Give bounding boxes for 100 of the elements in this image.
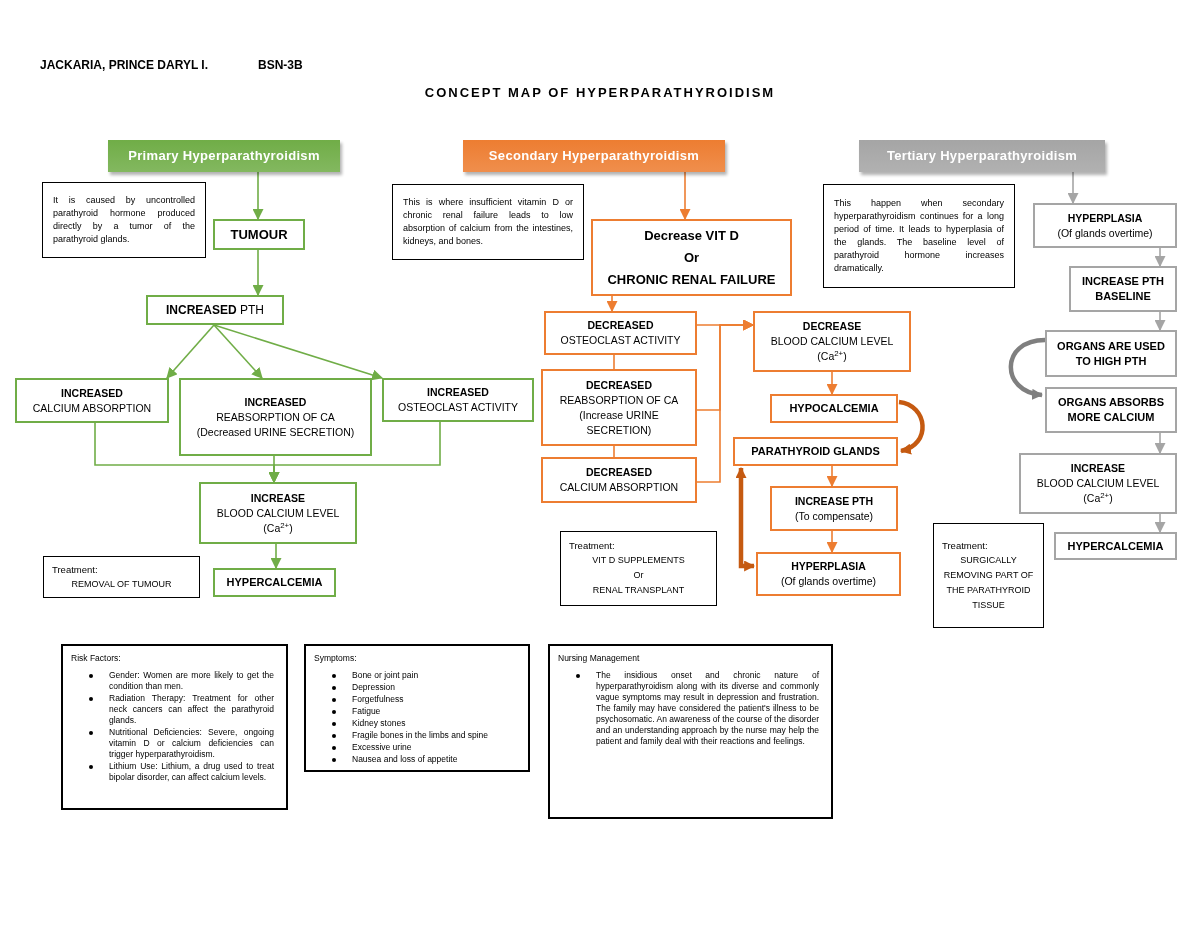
process-box (15, 378, 169, 423)
box-label: INCREASED PTH (166, 302, 264, 318)
treatment-heading: Treatment: (569, 539, 616, 553)
box-label: OSTEOCLAST ACTIVITY (398, 400, 518, 415)
process-box (733, 437, 898, 466)
header-title: Primary Hyperparathyroidism (128, 147, 320, 166)
arrow (252, 249, 264, 297)
arrow (826, 530, 838, 554)
arrow (606, 295, 618, 313)
box-label: (Ca$^{2+}$) (1083, 491, 1113, 506)
box-label: ORGANS ABSORBS MORE CALCIUM (1057, 395, 1165, 425)
note-text: It is caused by uncontrolled parathyroid hormone produced directly by a tumor of the parathyroid glands. (53, 194, 195, 246)
box-label: BLOOD CALCIUM LEVEL (216, 505, 340, 521)
box-label: DECREASED (586, 465, 652, 480)
box-label: HYPERCALCEMIA (1067, 538, 1164, 554)
note-box (42, 182, 206, 258)
bullet-item: Gender: Women are more likely to get the condition than men. (109, 670, 274, 692)
category-header (108, 140, 340, 172)
box-label: INCREASE PTH (794, 493, 874, 509)
bullet-item: Forgetfulness (352, 694, 404, 705)
note-box (823, 184, 1015, 288)
arrow (213, 324, 384, 381)
header-title: Tertiary Hyperparathyroidism (886, 147, 1078, 166)
box-label: (Decreased URINE SECRETION) (196, 424, 355, 440)
category-header (859, 140, 1105, 172)
box-label: (Increase URINE SECRETION) (578, 407, 660, 438)
note-text: This happen when secondary hyperparathyroidism continues for a long period of time. It leads to hyperplasia of the glands. The baseline level of parathyroid hormone increases dramatically. (834, 197, 1004, 275)
process-box (541, 369, 697, 446)
bullet-item: Bone or joint pain (352, 670, 419, 681)
box-label: REABSORPTION OF CA (216, 409, 335, 425)
bullet-item: Radiation Therapy: Treatment for other neck cancers can affect the parathyroid glands. (109, 693, 274, 726)
arrow (735, 466, 756, 572)
arrow (1154, 432, 1166, 455)
connector-line (613, 445, 615, 458)
process-box (544, 311, 697, 355)
bullet-item: Fatigue (352, 706, 381, 717)
note-box (392, 184, 584, 260)
info-panel (548, 644, 833, 819)
box-label: (Of glands overtime) (1057, 225, 1153, 241)
info-panel (304, 644, 530, 772)
bullet-item: Depression (352, 682, 395, 693)
arrow (1154, 247, 1166, 268)
box-label: INCREASED (427, 385, 489, 400)
arrow (898, 399, 925, 454)
box-label: Or (683, 248, 700, 267)
box-label: OSTEOCLAST ACTIVITY (560, 333, 681, 348)
process-box (213, 568, 336, 597)
box-label: DECREASE (802, 319, 862, 334)
box-label: (To compensate) (794, 508, 874, 524)
arrow (826, 371, 838, 396)
box-label: CALCIUM ABSORPTION (32, 400, 152, 416)
arrow (270, 543, 282, 570)
bullet-item: Excessive urine (352, 742, 412, 753)
bullet-item: The insidious onset and chronic nature of hyperparathyroidism along with its diverse and commonly vague symptoms may result in depression and frustration. The family may have considered the patient's illness to be psychosomatic. An awareness of the course of the disorder and an understanding approach by the nurse may help the patient and family deal with their reactions and feelings. (596, 670, 819, 747)
process-box (199, 482, 357, 544)
process-box (770, 486, 898, 531)
treatment-text: SURGICALLY REMOVING PART OF THE PARATHYROID TISSUE (942, 553, 1035, 612)
arrow (1154, 311, 1166, 332)
box-label: DECREASED (587, 318, 654, 333)
author-label: JACKARIA, PRINCE DARYL I. (40, 57, 209, 74)
box-label: CALCIUM ABSORPTION (559, 480, 679, 495)
box-label: REABSORPTION OF CA (559, 392, 679, 408)
category-header (463, 140, 725, 172)
arrow (268, 421, 441, 484)
bullet-item: Kidney stones (352, 718, 406, 729)
note-text: This is where insufficient vitamin D or chronic renal failure leads to low absorption of calcium from the intestines, kidneys, and bones. (403, 196, 573, 248)
process-box (146, 295, 284, 325)
process-box (213, 219, 305, 250)
process-box (753, 311, 911, 372)
arrow (166, 324, 215, 379)
box-label: HYPERCALCEMIA (226, 575, 323, 590)
treatment-heading: Treatment: (52, 562, 99, 577)
box-label: BLOOD CALCIUM LEVEL (1036, 476, 1160, 491)
arrow (252, 171, 264, 221)
process-box (1045, 387, 1177, 433)
treatment-heading: Treatment: (942, 538, 989, 553)
bullet-item: Lithium Use: Lithium, a drug used to treat bipolar disorder, can affect calcium levels. (109, 761, 274, 783)
box-label: INCREASED (244, 394, 307, 410)
header-title: Secondary Hyperparathyroidism (488, 147, 700, 166)
panel-heading: Nursing Management (558, 652, 641, 664)
box-label: HYPERPLASIA (1067, 210, 1143, 226)
box-label: HYPOCALCEMIA (789, 401, 879, 416)
arrow (1067, 171, 1079, 205)
panel-heading: Symptoms: (314, 652, 358, 664)
box-label: INCREASED (61, 385, 123, 401)
box-label: Decrease VIT D (644, 226, 739, 245)
treatment-box (933, 523, 1044, 628)
process-box (1019, 453, 1177, 514)
box-label: DECREASED (586, 377, 652, 393)
arrow (696, 319, 755, 483)
process-box (1033, 203, 1177, 248)
bullet-item: Fragile bones in the limbs and spine (352, 730, 489, 741)
process-box (1069, 266, 1177, 312)
process-box (756, 552, 901, 596)
box-label: PARATHYROID GLANDS (751, 444, 880, 459)
box-label: (Ca$^{2+}$) (817, 349, 847, 364)
process-box (1045, 330, 1177, 377)
treatment-text: VIT D SUPPLEMENTS (591, 554, 686, 567)
box-label: ORGANS ARE USED TO HIGH PTH (1056, 338, 1166, 369)
connector-line (613, 354, 615, 370)
